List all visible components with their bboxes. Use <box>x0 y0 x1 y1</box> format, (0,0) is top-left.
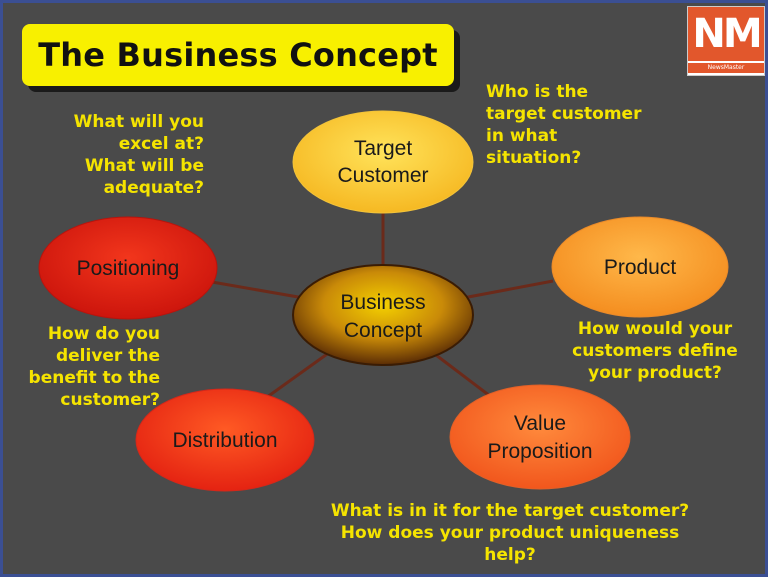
newsmaster-logo: NM NewsMaster <box>687 6 765 76</box>
question-target-customer: Who is the target customer in what situa… <box>486 81 641 169</box>
question-line: benefit to the <box>28 368 160 388</box>
logo-mark: NM <box>688 7 764 61</box>
node-value-proposition-line-1: Value <box>514 412 566 435</box>
question-line: customer? <box>60 390 160 410</box>
center-line-2: Concept <box>344 319 422 342</box>
slide-title: The Business Concept <box>38 36 438 74</box>
center-line-1: Business <box>340 291 425 314</box>
question-line: What will you <box>73 112 204 132</box>
node-target-customer: Target Customer <box>292 110 474 214</box>
question-positioning: What will you excel at? What will be ade… <box>48 111 204 199</box>
node-distribution-label: Distribution <box>172 429 277 452</box>
logo-caption: NewsMaster <box>688 63 764 73</box>
connector-value-proposition <box>431 350 491 398</box>
question-value-proposition: What is in it for the target customer? H… <box>290 500 730 566</box>
question-line: situation? <box>486 148 582 168</box>
question-line: customers define <box>572 341 738 361</box>
node-business-concept: Business Concept <box>292 264 474 366</box>
question-line: adequate? <box>103 178 204 198</box>
question-line: What is in it for the target customer? <box>330 501 690 521</box>
question-line: What will be <box>84 156 204 176</box>
question-line: help? <box>484 545 536 565</box>
question-line: your product? <box>588 363 722 383</box>
node-product-label: Product <box>604 256 677 279</box>
question-line: excel at? <box>118 134 204 154</box>
node-positioning-label: Positioning <box>77 257 180 280</box>
node-value-proposition-line-2: Proposition <box>487 440 592 463</box>
connector-product <box>462 279 554 300</box>
question-line: How do you <box>47 324 160 344</box>
question-line: How does your product uniqueness <box>340 523 680 543</box>
question-product: How would your customers define your pro… <box>555 318 755 384</box>
question-line: Who is the <box>486 82 589 102</box>
logo-letters: NM <box>692 11 762 57</box>
node-value-proposition: Value Proposition <box>449 384 631 490</box>
connector-distribution <box>262 350 331 402</box>
node-product: Product <box>551 216 729 318</box>
question-line: deliver the <box>55 346 160 366</box>
title-banner: The Business Concept <box>22 24 454 86</box>
connector-positioning <box>211 280 305 300</box>
node-target-customer-line-1: Target <box>354 137 413 160</box>
question-distribution: How do you deliver the benefit to the cu… <box>8 323 160 411</box>
question-line: in what <box>486 126 558 146</box>
question-line: target customer <box>486 104 642 124</box>
node-target-customer-line-2: Customer <box>337 164 428 187</box>
node-distribution: Distribution <box>135 388 315 492</box>
node-positioning: Positioning <box>38 216 218 320</box>
question-line: How would your <box>577 319 733 339</box>
